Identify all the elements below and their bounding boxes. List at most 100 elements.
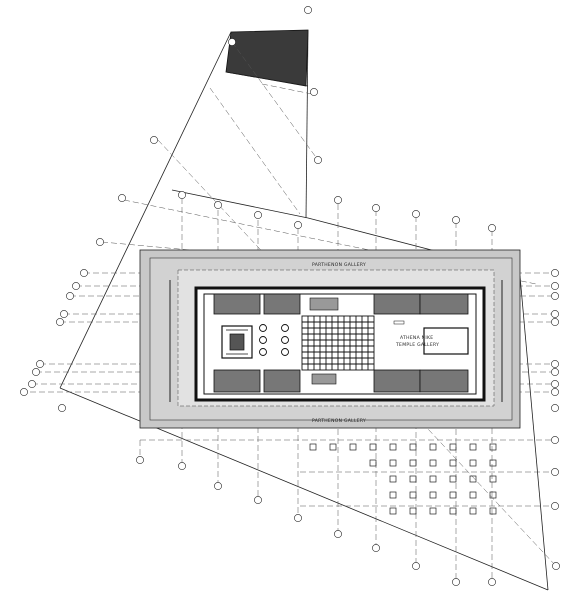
grid-bubble-icon xyxy=(66,292,74,300)
plinth-block xyxy=(409,459,417,467)
plinth-block xyxy=(389,491,397,499)
plinth-block xyxy=(489,507,497,515)
plinth-block xyxy=(409,507,417,515)
grid-bubble-icon xyxy=(334,530,342,538)
top-gallery-label: PARTHENON GALLERY xyxy=(312,262,366,268)
plinth-block xyxy=(309,443,317,451)
grid-bubbles xyxy=(20,6,560,586)
bottom-gallery-label: PARTHENON GALLERY xyxy=(312,418,366,424)
plinth-block xyxy=(429,443,437,451)
site-wedge-outline xyxy=(59,29,549,591)
temple-gallery-room xyxy=(423,327,469,355)
temple-door-mark xyxy=(393,320,405,325)
grid-bubble-icon xyxy=(228,38,236,46)
plinth-block xyxy=(469,459,477,467)
grid-bubble-icon xyxy=(72,282,80,290)
grid-bubble-icon xyxy=(334,196,342,204)
grid-bubble-icon xyxy=(254,496,262,504)
plinth-block xyxy=(349,443,357,451)
grid-bubble-icon xyxy=(372,204,380,212)
grid-bubble-icon xyxy=(80,269,88,277)
grid-bubble-icon xyxy=(314,156,322,164)
plinth-block xyxy=(449,475,457,483)
plinth-block xyxy=(449,507,457,515)
grid-bubble-icon xyxy=(214,482,222,490)
plinth-block xyxy=(469,507,477,515)
hatched-roof-icon xyxy=(225,29,309,87)
central-column-grid xyxy=(301,315,375,371)
plinth-block xyxy=(389,459,397,467)
temple-label-line1: ATHENA NIKE xyxy=(400,335,433,341)
plinth-block xyxy=(389,443,397,451)
grid-bubble-icon xyxy=(452,216,460,224)
plinth-block xyxy=(469,491,477,499)
grid-bubble-icon xyxy=(551,360,559,368)
grid-bubble-icon xyxy=(118,194,126,202)
staircase-icon xyxy=(221,325,253,359)
plinth-block xyxy=(469,475,477,483)
grid-bubble-icon xyxy=(60,310,68,318)
grid-bubble-icon xyxy=(412,562,420,570)
plinth-blocks xyxy=(309,443,497,515)
grid-bubble-icon xyxy=(150,136,158,144)
plinth-block xyxy=(369,443,377,451)
grid-bubble-icon xyxy=(551,404,559,412)
plinth-block xyxy=(329,443,337,451)
plinth-block xyxy=(449,459,457,467)
plinth-block xyxy=(449,491,457,499)
grid-bubble-icon xyxy=(214,201,222,209)
grid-bubble-icon xyxy=(372,544,380,552)
grid-bubble-icon xyxy=(452,578,460,586)
plinth-block xyxy=(489,459,497,467)
plinth-block xyxy=(389,475,397,483)
grid-bubble-icon xyxy=(551,318,559,326)
plinth-block xyxy=(369,459,377,467)
grid-bubble-icon xyxy=(136,456,144,464)
grid-bubble-icon xyxy=(551,368,559,376)
grid-bubble-icon xyxy=(32,368,40,376)
corner-blocks xyxy=(213,293,469,393)
grid-hatch-bottom xyxy=(311,373,337,385)
grid-bubble-icon xyxy=(552,562,560,570)
grid-bubble-icon xyxy=(28,380,36,388)
plinth-block xyxy=(409,491,417,499)
grid-bubble-icon xyxy=(304,6,312,14)
temple-label-line2: TEMPLE GALLERY xyxy=(395,342,439,348)
plinth-block xyxy=(429,491,437,499)
grid-bubble-icon xyxy=(551,380,559,388)
plinth-block xyxy=(409,475,417,483)
plinth-block xyxy=(429,459,437,467)
plinth-block xyxy=(489,443,497,451)
column-pier-icon xyxy=(259,324,289,356)
grid-bubble-icon xyxy=(36,360,44,368)
grid-bubble-icon xyxy=(58,404,66,412)
grid-bubble-icon xyxy=(96,238,104,246)
grid-bubble-icon xyxy=(551,310,559,318)
plinth-block xyxy=(469,443,477,451)
grid-bubble-icon xyxy=(488,578,496,586)
grid-bubble-icon xyxy=(551,282,559,290)
grid-bubble-icon xyxy=(254,211,262,219)
plinth-block xyxy=(389,507,397,515)
grid-bubble-icon xyxy=(20,388,28,396)
grid-bubble-icon xyxy=(488,224,496,232)
grid-bubble-icon xyxy=(310,88,318,96)
plinth-block xyxy=(489,491,497,499)
grid-bubble-icon xyxy=(294,514,302,522)
plinth-block xyxy=(489,475,497,483)
grid-bubble-icon xyxy=(551,388,559,396)
grid-bubble-icon xyxy=(178,462,186,470)
grid-bubble-icon xyxy=(551,292,559,300)
plinth-block xyxy=(409,443,417,451)
grid-bubble-icon xyxy=(551,269,559,277)
plinth-block xyxy=(429,475,437,483)
plinth-block xyxy=(429,507,437,515)
grid-hatch-top xyxy=(309,297,339,311)
grid-bubble-icon xyxy=(551,502,559,510)
grid-bubble-icon xyxy=(294,221,302,229)
grid-bubble-icon xyxy=(178,191,186,199)
plinth-block xyxy=(449,443,457,451)
grid-bubble-icon xyxy=(412,210,420,218)
grid-bubble-icon xyxy=(551,436,559,444)
